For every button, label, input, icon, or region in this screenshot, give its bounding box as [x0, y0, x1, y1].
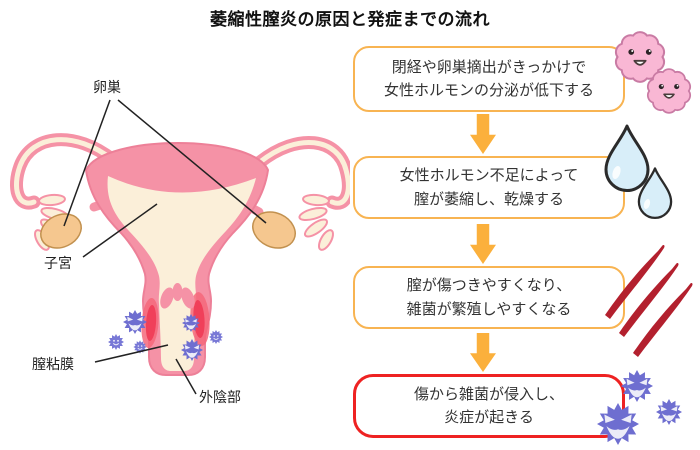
- fallopian-tube-right-icon: [253, 136, 350, 251]
- flow-step-1-line1: 閉経や卵巣摘出がきっかけで: [391, 58, 587, 76]
- inflammation-patches: [141, 292, 210, 348]
- uterine-cavity: [107, 176, 256, 371]
- ovary-left-icon: [40, 213, 82, 249]
- flow-step-4-line2: 炎症が起きる: [444, 409, 534, 426]
- page-title: 萎縮性膣炎の原因と発症までの流れ: [210, 10, 490, 29]
- flow-step-2: 女性ホルモン不足によって 膣が萎縮し、乾燥する: [353, 156, 625, 219]
- fallopian-tube-left-icon: [10, 133, 120, 251]
- down-arrow-icon: [470, 333, 496, 372]
- flow-step-2-line2: 膣が萎縮し、乾燥する: [413, 190, 564, 208]
- anatomy-label-vulva: 外陰部: [199, 389, 241, 405]
- label-pointer-lines: [63, 99, 267, 395]
- down-arrow-icon: [470, 224, 496, 264]
- flow-step-3-line1: 膣が傷つきやすくなり、: [406, 277, 572, 295]
- uterus-anatomy-illustration: [10, 99, 350, 395]
- cervix-folds: [160, 283, 195, 309]
- flow-step-4-line1: 傷から雑菌が侵入し、: [413, 385, 564, 403]
- flow-step-1: 閉経や卵巣摘出がきっかけで 女性ホルモンの分泌が低下する: [353, 46, 625, 112]
- anatomy-label-mucosa: 膣粘膜: [32, 356, 74, 372]
- flow-step-4-result: 傷から雑菌が侵入し、 炎症が起きる: [353, 374, 625, 438]
- flow-step-1-line2: 女性ホルモンの分泌が低下する: [383, 82, 594, 99]
- scratch-icons: [605, 245, 693, 357]
- hormone-cell-icons: [614, 31, 692, 114]
- germ-icons: [597, 370, 682, 445]
- flow-step-2-line1: 女性ホルモン不足によって: [399, 167, 579, 185]
- flow-step-3-line2: 雑菌が繁殖しやすくなる: [406, 300, 572, 318]
- anatomy-label-ovary: 卵巣: [93, 79, 121, 95]
- anatomy-label-uterus: 子宮: [44, 255, 72, 271]
- flow-step-3: 膣が傷つきやすくなり、 雑菌が繁殖しやすくなる: [353, 266, 625, 329]
- down-arrow-icon: [470, 114, 496, 154]
- droplet-icons: [604, 124, 673, 220]
